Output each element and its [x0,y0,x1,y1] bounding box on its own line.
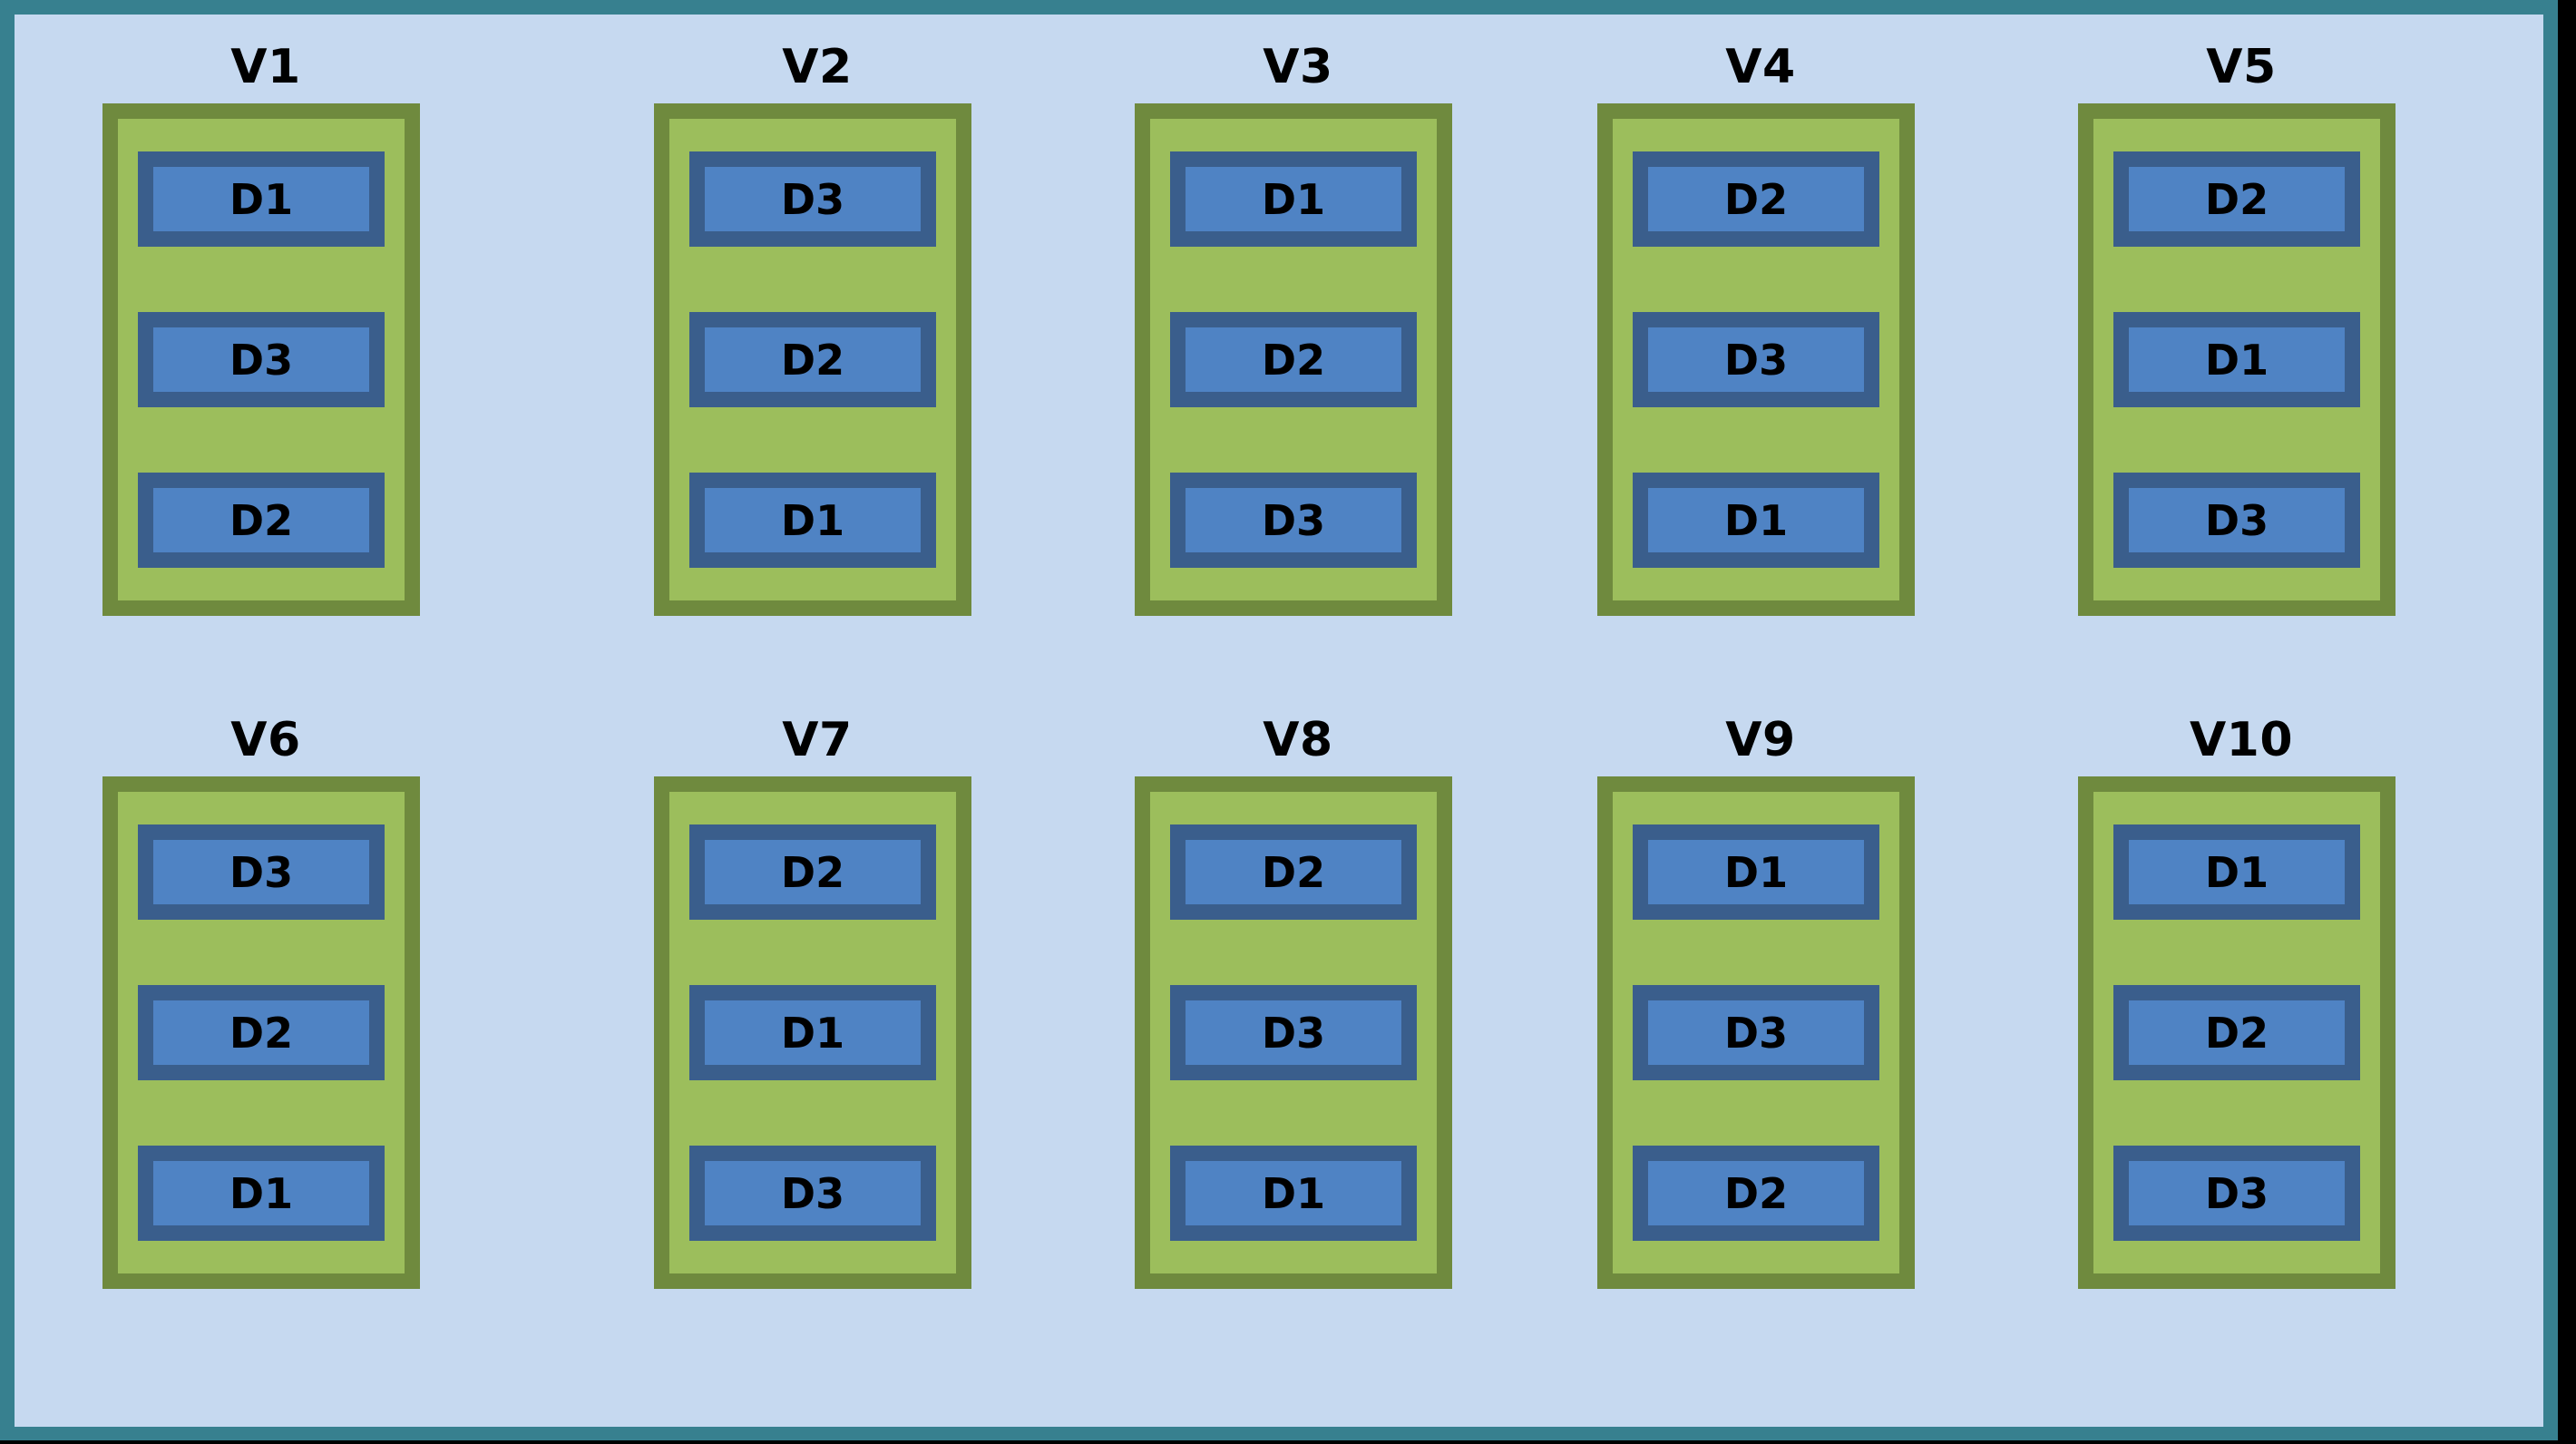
disk-label: D3 [2204,495,2269,545]
disk-label: D3 [1261,495,1326,545]
vm-container-v7[interactable]: D2 D1 D3 [654,776,971,1289]
vm-group-v1[interactable]: V1 D1 D3 D2 [62,24,470,695]
disk-slot-2[interactable]: D2 [1170,312,1417,407]
vm-title-v8: V8 [1263,713,1333,767]
disk-label: D1 [2204,847,2269,897]
disk-slot-1[interactable]: D1 [138,151,385,247]
vm-container-v8[interactable]: D2 D3 D1 [1135,776,1452,1289]
disk-slot-3[interactable]: D1 [138,1146,385,1241]
disk-label: D1 [2204,335,2269,385]
disk-label: D2 [2204,174,2269,224]
disk-slot-2[interactable]: D3 [138,312,385,407]
disk-label: D1 [229,174,294,224]
vm-container-v6[interactable]: D3 D2 D1 [102,776,420,1289]
disk-slot-1[interactable]: D2 [1633,151,1879,247]
vm-group-v6[interactable]: V6 D3 D2 D1 [62,697,470,1368]
disk-slot-3[interactable]: D3 [2113,473,2360,568]
disk-label: D2 [1261,847,1326,897]
vm-container-v9[interactable]: D1 D3 D2 [1597,776,1915,1289]
disk-slot-3[interactable]: D1 [1633,473,1879,568]
disk-label: D3 [1723,1008,1789,1058]
disk-label: D2 [2204,1008,2269,1058]
disk-slot-1[interactable]: D1 [2113,824,2360,920]
disk-slot-1[interactable]: D2 [2113,151,2360,247]
vm-title-v7: V7 [782,713,853,767]
disk-label: D3 [1723,335,1789,385]
vm-group-v3[interactable]: V3 D1 D2 D3 [1094,24,1502,695]
vm-group-v4[interactable]: V4 D2 D3 D1 [1556,24,1965,695]
disk-slot-2[interactable]: D3 [1633,985,1879,1080]
vm-title-v6: V6 [230,713,301,767]
disk-slot-1[interactable]: D2 [689,824,936,920]
vm-title-v10: V10 [2189,713,2294,767]
disk-slot-2[interactable]: D3 [1633,312,1879,407]
vm-container-v3[interactable]: D1 D2 D3 [1135,103,1452,616]
vm-container-v1[interactable]: D1 D3 D2 [102,103,420,616]
disk-slot-3[interactable]: D3 [2113,1146,2360,1241]
disk-slot-1[interactable]: D1 [1633,824,1879,920]
disk-label: D3 [780,1168,845,1218]
disk-label: D2 [1261,335,1326,385]
disk-label: D1 [229,1168,294,1218]
disk-label: D2 [229,1008,294,1058]
vm-title-v9: V9 [1725,713,1796,767]
vm-group-v7[interactable]: V7 D2 D1 D3 [613,697,1021,1368]
disk-label: D1 [780,495,845,545]
vm-group-v5[interactable]: V5 D2 D1 D3 [2037,24,2445,695]
vm-row-top: V1 D1 D3 D2 V2 D3 D2 D1 V3 D1 [15,24,2543,695]
disk-label: D2 [1723,174,1789,224]
disk-label: D3 [229,335,294,385]
disk-slot-3[interactable]: D2 [138,473,385,568]
vm-title-v4: V4 [1725,40,1796,94]
disk-label: D1 [1723,495,1789,545]
vm-group-v8[interactable]: V8 D2 D3 D1 [1094,697,1502,1368]
disk-slot-2[interactable]: D2 [689,312,936,407]
vm-group-v2[interactable]: V2 D3 D2 D1 [613,24,1021,695]
vm-container-v4[interactable]: D2 D3 D1 [1597,103,1915,616]
vm-container-v5[interactable]: D2 D1 D3 [2078,103,2395,616]
disk-label: D2 [229,495,294,545]
disk-slot-1[interactable]: D3 [138,824,385,920]
disk-label: D3 [1261,1008,1326,1058]
vm-title-v5: V5 [2206,40,2277,94]
disk-slot-3[interactable]: D1 [1170,1146,1417,1241]
disk-label: D1 [780,1008,845,1058]
disk-slot-1[interactable]: D3 [689,151,936,247]
vm-row-bottom: V6 D3 D2 D1 V7 D2 D1 D3 V8 D2 [15,697,2543,1368]
vm-container-v2[interactable]: D3 D2 D1 [654,103,971,616]
disk-slot-3[interactable]: D2 [1633,1146,1879,1241]
disk-label: D1 [1261,174,1326,224]
vm-group-v10[interactable]: V10 D1 D2 D3 [2037,697,2445,1368]
disk-slot-2[interactable]: D3 [1170,985,1417,1080]
disk-label: D3 [780,174,845,224]
disk-slot-2[interactable]: D2 [138,985,385,1080]
vm-title-v2: V2 [782,40,853,94]
disk-slot-3[interactable]: D1 [689,473,936,568]
disk-slot-1[interactable]: D1 [1170,151,1417,247]
vm-title-v3: V3 [1263,40,1333,94]
disk-label: D2 [1723,1168,1789,1218]
disk-slot-3[interactable]: D3 [689,1146,936,1241]
disk-slot-2[interactable]: D1 [689,985,936,1080]
disk-label: D1 [1261,1168,1326,1218]
disk-label: D3 [2204,1168,2269,1218]
disk-label: D3 [229,847,294,897]
disk-label: D1 [1723,847,1789,897]
disk-slot-1[interactable]: D2 [1170,824,1417,920]
vm-container-v10[interactable]: D1 D2 D3 [2078,776,2395,1289]
vm-group-v9[interactable]: V9 D1 D3 D2 [1556,697,1965,1368]
disk-slot-2[interactable]: D2 [2113,985,2360,1080]
vm-title-v1: V1 [230,40,301,94]
disk-slot-2[interactable]: D1 [2113,312,2360,407]
disk-label: D2 [780,847,845,897]
disk-label: D2 [780,335,845,385]
diagram-canvas: V1 D1 D3 D2 V2 D3 D2 D1 V3 D1 [15,15,2543,1427]
disk-slot-3[interactable]: D3 [1170,473,1417,568]
